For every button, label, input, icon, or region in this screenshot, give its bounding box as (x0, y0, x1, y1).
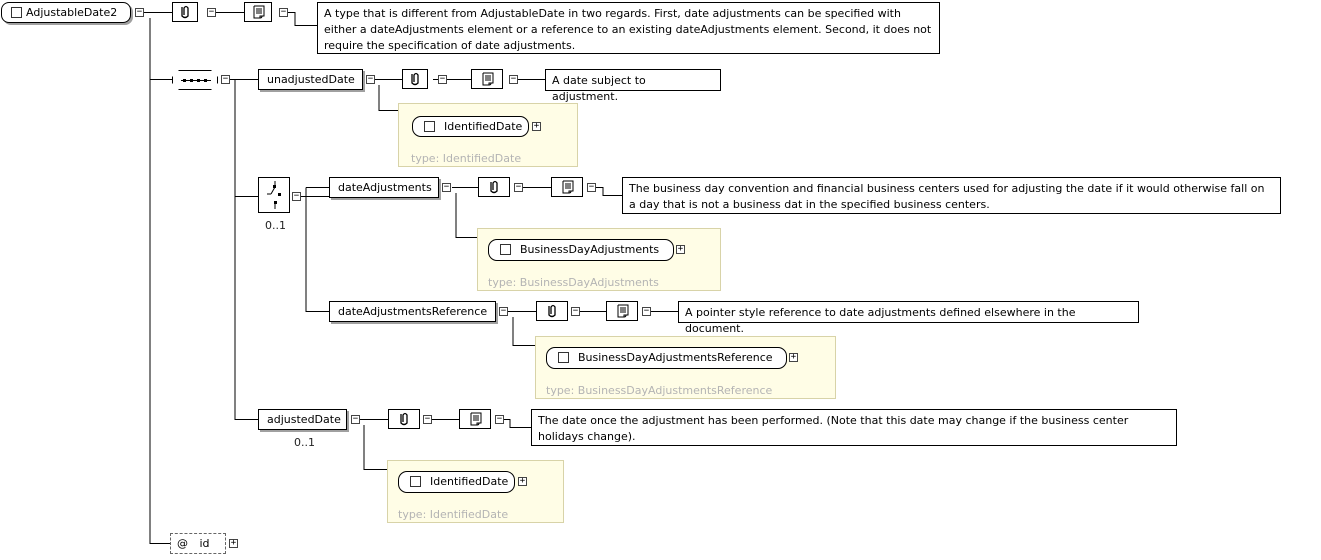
paperclip-icon (548, 304, 556, 318)
date-adjustments-complex-type-collapse-toggle[interactable]: − (514, 182, 523, 192)
date-adjustments-reference-type-panel: BusinessDayAdjustmentsReference + type: … (535, 336, 836, 399)
type-node-expand-toggle[interactable]: + (676, 244, 685, 254)
choice-cardinality: 0..1 (265, 219, 286, 232)
unadjusted-date-documentation: A date subject to adjustment. (545, 69, 721, 103)
element-name: dateAdjustmentsReference (338, 305, 488, 318)
sequence-compositor[interactable] (172, 70, 218, 90)
element-date-adjustments-reference[interactable]: dateAdjustmentsReference (329, 301, 496, 322)
type-node-expand-toggle[interactable]: + (518, 476, 527, 486)
date-adjustments-collapse-toggle[interactable]: − (442, 182, 451, 192)
adjusted-date-cardinality: 0..1 (294, 436, 315, 449)
sequence-compositor-icon (181, 79, 211, 82)
element-name: dateAdjustments (338, 181, 432, 194)
type-node-name: BusinessDayAdjustmentsReference (578, 351, 773, 364)
date-adjustments-complex-type-box (478, 177, 510, 197)
choice-compositor-icon (267, 181, 281, 209)
adjusted-date-collapse-toggle[interactable]: − (351, 414, 360, 424)
unadjusted-date-complex-type-box (402, 69, 428, 89)
root-annotation-box (244, 2, 272, 22)
date-adjustments-reference-complex-type-collapse-toggle[interactable]: − (571, 306, 580, 316)
unadjusted-date-annotation-collapse-toggle[interactable]: − (509, 74, 518, 84)
root-type-node[interactable]: AdjustableDate2 (1, 2, 131, 23)
unadjusted-date-collapse-toggle[interactable]: − (366, 74, 375, 84)
adjusted-date-documentation: The date once the adjustment has been pe… (531, 409, 1177, 446)
date-adjustments-reference-annotation-collapse-toggle[interactable]: − (642, 306, 651, 316)
type-node-name: IdentifiedDate (430, 475, 509, 488)
scroll-icon (617, 304, 629, 318)
adjusted-date-annotation-box (459, 409, 491, 429)
unadjusted-date-annotation-box (471, 69, 503, 89)
type-node-identified-date[interactable]: IdentifiedDate (412, 116, 529, 137)
paperclip-icon (400, 412, 408, 426)
type-label: type: IdentifiedDate (398, 508, 509, 521)
unadjusted-date-type-panel: IdentifiedDate + type: IdentifiedDate (398, 103, 578, 167)
root-complex-type-box (172, 2, 198, 22)
type-node-expand-toggle[interactable]: + (532, 121, 541, 131)
attribute-at-sign: @ (177, 537, 188, 550)
type-label: type: BusinessDayAdjustmentsReference (546, 384, 773, 397)
adjusted-date-annotation-collapse-toggle[interactable]: − (495, 414, 504, 424)
date-adjustments-documentation: The business day convention and financia… (622, 177, 1281, 214)
paperclip-icon (181, 5, 189, 19)
date-adjustments-type-panel: BusinessDayAdjustments + type: BusinessD… (477, 228, 721, 291)
type-label: type: BusinessDayAdjustments (488, 276, 659, 289)
scroll-icon (470, 412, 482, 426)
choice-collapse-toggle[interactable]: − (292, 191, 301, 201)
scroll-icon (562, 180, 574, 194)
scroll-icon (253, 5, 265, 19)
root-documentation: A type that is different from Adjustable… (317, 2, 940, 54)
attribute-name: id (199, 537, 210, 550)
type-label: type: IdentifiedDate (411, 152, 522, 165)
root-collapse-toggle[interactable]: − (135, 7, 144, 17)
type-node-name: BusinessDayAdjustments (520, 243, 660, 256)
adjusted-date-type-panel: IdentifiedDate + type: IdentifiedDate (387, 460, 564, 523)
type-node-business-day-adjustments[interactable]: BusinessDayAdjustments (488, 239, 674, 261)
checkbox-icon (558, 352, 569, 363)
attribute-id[interactable]: @ id (170, 533, 226, 554)
paperclip-icon (490, 180, 498, 194)
date-adjustments-reference-complex-type-box (536, 301, 568, 321)
date-adjustments-reference-documentation: A pointer style reference to date adjust… (678, 301, 1139, 335)
checkbox-icon (11, 7, 22, 18)
type-node-name: IdentifiedDate (444, 120, 523, 133)
sequence-collapse-toggle[interactable]: − (221, 74, 230, 84)
attribute-expand-toggle[interactable]: + (229, 538, 238, 548)
root-annotation-collapse-toggle[interactable]: − (279, 7, 288, 17)
choice-compositor[interactable] (258, 177, 290, 213)
checkbox-icon (410, 476, 421, 487)
date-adjustments-reference-annotation-box (606, 301, 638, 321)
checkbox-icon (500, 244, 511, 255)
adjusted-date-complex-type-box (388, 409, 420, 429)
paperclip-icon (411, 72, 419, 86)
checkbox-icon (424, 121, 435, 132)
element-unadjusted-date[interactable]: unadjustedDate (258, 69, 363, 90)
date-adjustments-annotation-box (551, 177, 583, 197)
date-adjustments-reference-collapse-toggle[interactable]: − (499, 306, 508, 316)
date-adjustments-annotation-collapse-toggle[interactable]: − (587, 182, 596, 192)
root-complex-type-collapse-toggle[interactable]: − (207, 7, 216, 17)
root-type-name: AdjustableDate2 (26, 6, 118, 19)
element-adjusted-date[interactable]: adjustedDate (258, 409, 347, 430)
type-node-business-day-adjustments-reference[interactable]: BusinessDayAdjustmentsReference (546, 347, 787, 369)
element-name: adjustedDate (267, 413, 341, 426)
scroll-icon (482, 72, 494, 86)
type-node-identified-date[interactable]: IdentifiedDate (398, 471, 515, 493)
type-node-expand-toggle[interactable]: + (789, 352, 798, 362)
element-date-adjustments[interactable]: dateAdjustments (329, 177, 439, 198)
element-name: unadjustedDate (267, 73, 355, 86)
adjusted-date-complex-type-collapse-toggle[interactable]: − (423, 414, 432, 424)
unadjusted-date-complex-type-collapse-toggle[interactable]: − (438, 74, 447, 84)
